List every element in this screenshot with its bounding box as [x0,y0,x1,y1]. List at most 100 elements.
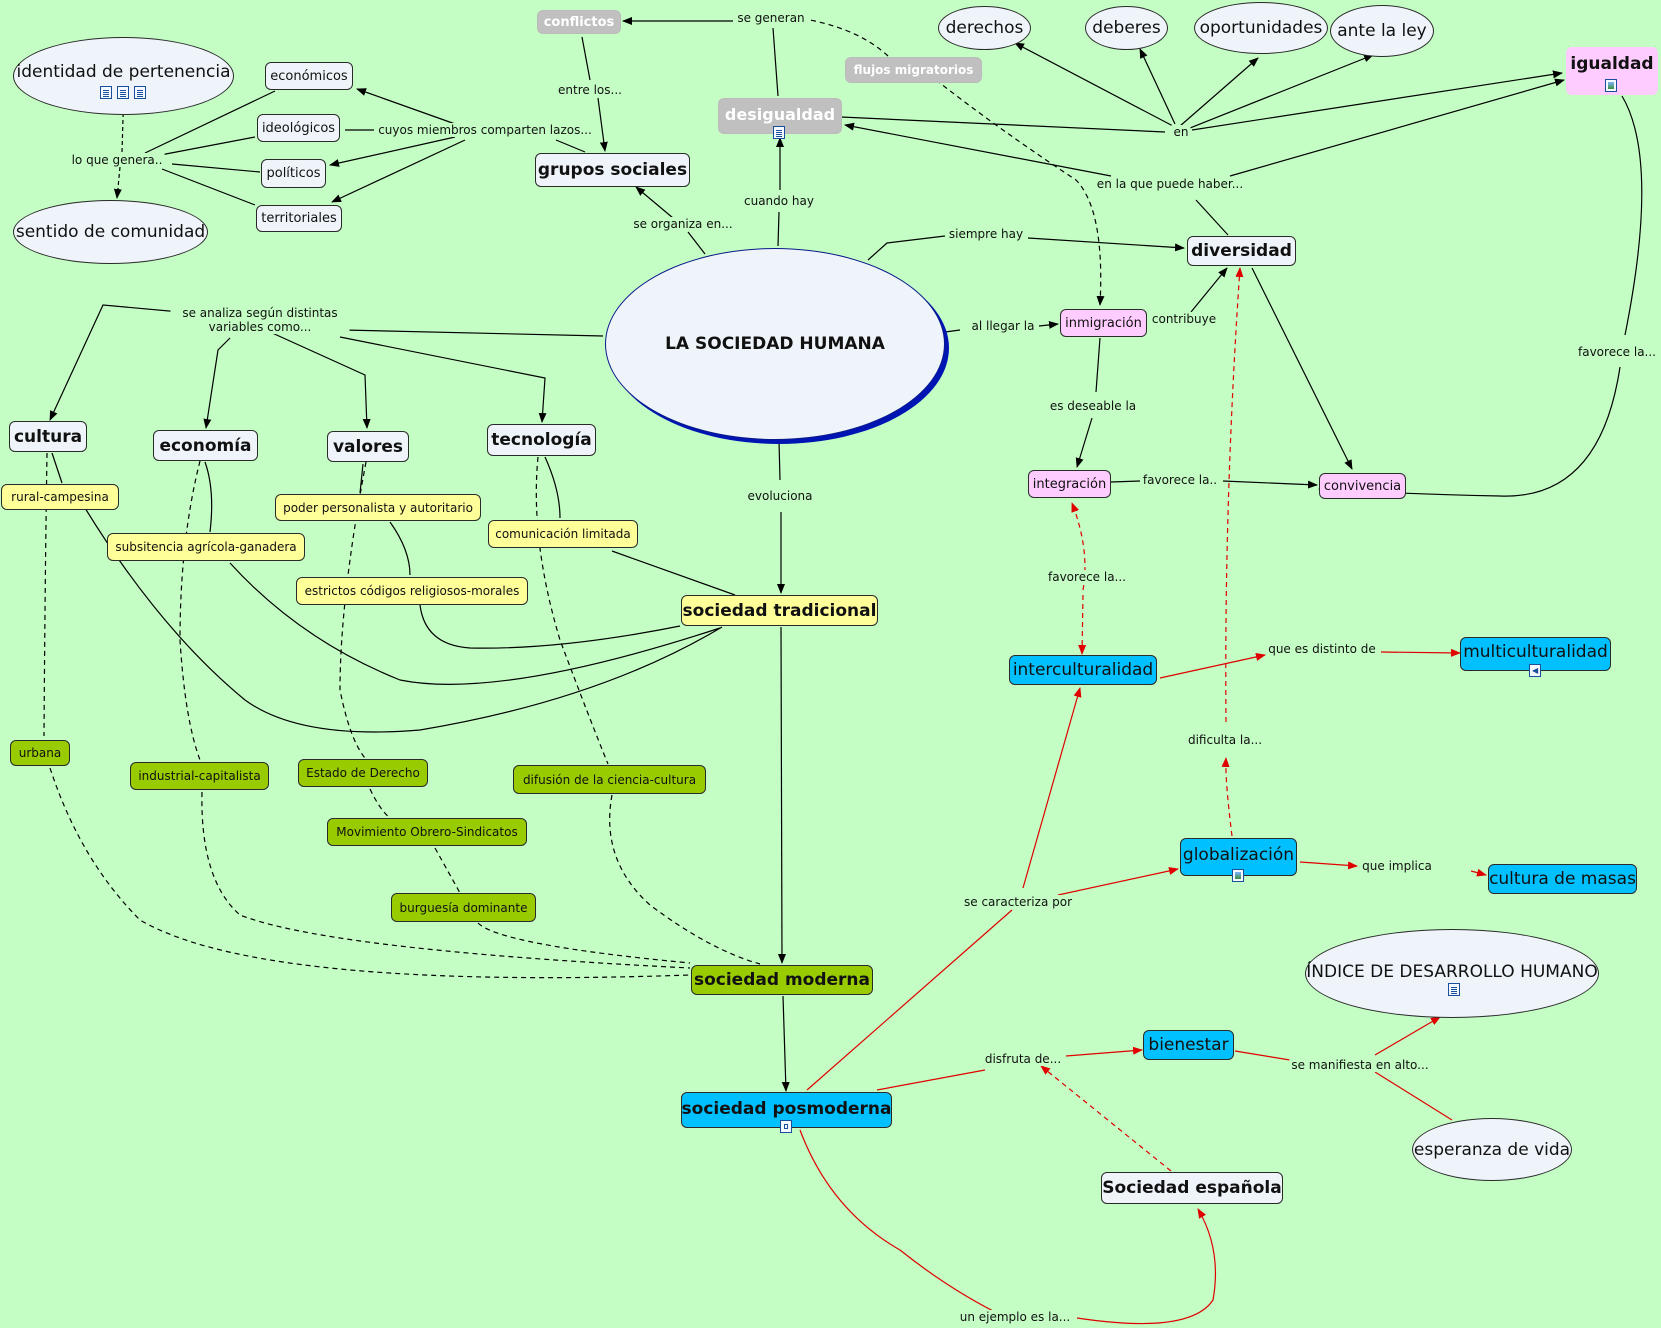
identidad-node[interactable]: identidad de pertenencia [13,37,234,115]
link-inmigracion-deseable [1095,337,1101,393]
territoriales-node[interactable]: territoriales [256,205,342,232]
link-economia-subsistencia [204,461,213,533]
oportunidades-node[interactable]: oportunidades [1194,2,1328,54]
label-cuyos-miembros: cuyos miembros comparten lazos... [376,123,594,137]
link-siempre-diversidad [1027,237,1185,252]
link-analiza-economia [203,337,231,429]
label-se-organiza: se organiza en... [631,217,735,231]
convivencia-node[interactable]: convivencia [1319,473,1406,499]
difusion-node[interactable]: difusión de la ciencia-cultura [513,765,706,794]
link-burguesia-moderna [477,922,691,964]
integracion-node[interactable]: integración [1028,470,1111,498]
link-deseable-integracion [1075,417,1093,468]
valores-node[interactable]: valores [327,431,409,462]
estado-derecho-node[interactable]: Estado de Derecho [298,759,428,787]
label-favorece-integracion: favorece la... [1046,570,1128,584]
link-tradicional-moderna [777,626,786,964]
image-icon[interactable] [1605,79,1617,92]
document-icon[interactable] [773,126,785,139]
label-favorece-convivencia: favorece la.. [1140,473,1220,487]
audio-icon[interactable] [1529,664,1541,677]
link-valores-estado [339,461,367,759]
label-es-deseable: es deseable la [1047,399,1139,413]
link-grupos-cuyos [555,139,586,153]
esperanza-vida-node[interactable]: esperanza de vida [1412,1118,1572,1181]
interculturalidad-node[interactable]: interculturalidad [1009,655,1157,685]
globalizacion-node[interactable]: globalización [1180,838,1297,876]
urbana-node[interactable]: urbana [10,740,70,766]
link-politicos-lo [171,163,261,173]
inmigracion-node[interactable]: inmigración [1060,309,1147,337]
link-estado-movimiento [369,788,391,819]
label-que-implica: que implica [1360,859,1434,873]
link-comunicacion-tradicional [611,550,736,596]
economia-node[interactable]: economía [153,430,258,461]
label-entre-los: entre los... [556,83,624,97]
document-icon[interactable] [117,86,129,99]
spreadsheet-icon[interactable] [100,86,112,99]
link-central-cuando [777,211,780,247]
link-cuyos-territoriales [331,139,466,203]
comunicacion-node[interactable]: comunicación limitada [488,520,638,548]
link-caracteriza-interc [1022,687,1082,889]
sociedad-moderna-node[interactable]: sociedad moderna [691,965,873,995]
link-posmoderna-disfruta [876,1069,986,1091]
link-flujos-inmigracion [935,79,1105,306]
industrial-node[interactable]: industrial-capitalista [130,762,269,790]
cultura-de-masas-node[interactable]: cultura de masas [1488,864,1637,894]
list-icon[interactable] [134,86,146,99]
link-economia-industrial [179,460,201,761]
derechos-node[interactable]: derechos [938,6,1031,50]
label-en: en [1171,125,1191,139]
link-glob-implica [1299,861,1358,870]
link-cultura-urbana [43,452,48,737]
bienestar-node[interactable]: bienestar [1143,1030,1234,1060]
link-en-desig [840,116,1166,133]
deberes-node[interactable]: deberes [1085,6,1168,50]
codigos-node[interactable]: estrictos códigos religiosos-morales [296,577,528,605]
link-en-deberes [1139,48,1176,125]
diversidad-node[interactable]: diversidad [1187,236,1296,266]
network-icon[interactable] [780,1120,792,1133]
link-tecnologia-difusion [535,456,609,765]
sociedad-espanola-node[interactable]: Sociedad española [1101,1172,1283,1204]
poder-node[interactable]: poder personalista y autoritario [275,494,481,521]
link-en-oportunidades [1179,57,1259,127]
link-poder-codigos [389,521,411,576]
movimiento-obrero-node[interactable]: Movimiento Obrero-Sindicatos [327,818,527,846]
conflictos-node[interactable]: conflictos [537,10,621,34]
link-organiza-grupos [635,186,674,219]
spreadsheet-icon[interactable] [1448,983,1460,996]
link-contribuye-diversidad [1190,267,1228,313]
politicos-node[interactable]: políticos [261,159,326,188]
burguesia-node[interactable]: burguesía dominante [391,893,536,922]
label-un-ejemplo: un ejemplo es la... [957,1310,1073,1324]
link-dificulta-diversidad [1225,267,1244,723]
idh-node[interactable]: ÍNDICE DE DESARROLLO HUMANO [1305,929,1599,1018]
link-cuyos-economicos [356,88,459,126]
link-analiza-tecnologia [339,336,547,423]
grupos-sociales-node[interactable]: grupos sociales [535,153,690,187]
link-analiza-cultura [49,304,181,421]
image-icon[interactable] [1232,869,1244,882]
link-espanola-disfruta [1040,1065,1172,1172]
rural-campesina-node[interactable]: rural-campesina [1,484,119,510]
economicos-node[interactable]: económicos [265,62,353,90]
link-posmoderna-caracteriza [806,909,1013,1091]
tecnologia-node[interactable]: tecnología [487,424,596,456]
sentido-comunidad-node[interactable]: sentido de comunidad [13,200,208,264]
link-urbana-moderna [49,767,691,979]
flujos-migratorios-node[interactable]: flujos migratorios [845,57,982,83]
link-central-evoluciona [778,440,781,481]
sociedad-tradicional-node[interactable]: sociedad tradicional [681,595,878,626]
link-difusion-moderna [609,794,761,965]
subsistencia-node[interactable]: subsitencia agrícola-ganadera [107,533,305,561]
cultura-node[interactable]: cultura [9,421,87,452]
central-node[interactable]: LA SOCIEDAD HUMANA [605,248,945,440]
link-llegar-inmigracion [1038,320,1059,329]
link-moderna-posmoderna [781,995,790,1092]
ideologicos-node[interactable]: ideológicos [257,114,340,142]
label-al-llegar: al llegar la [969,319,1037,333]
ante-la-ley-node[interactable]: ante la ley [1330,5,1434,57]
